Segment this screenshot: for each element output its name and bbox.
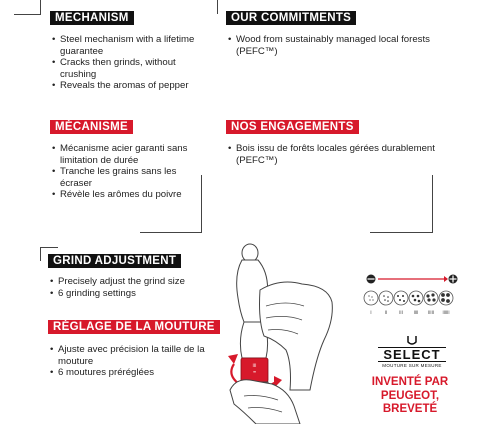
grind-fr-title: RÉGLAGE DE LA MOUTURE <box>48 320 220 334</box>
list-item: Révèle les arômes du poivre <box>52 189 200 201</box>
mechanism-fr-list: Mécanisme acier garanti sans limitation … <box>52 143 200 201</box>
mechanism-en-list: Steel mechanism with a lifetime guarante… <box>52 34 202 92</box>
grind-scale-label: IIII <box>414 310 419 315</box>
list-item: Cracks then grinds, without crushing <box>52 57 202 80</box>
invented-line-3: BREVETÉ <box>382 403 438 415</box>
grind-scale-svg: I II III IIII IIIII IIIIII <box>363 274 458 315</box>
invented-line-1: INVENTÉ PAR <box>371 376 449 388</box>
list-item: Reveals the aromas of pepper <box>52 80 202 92</box>
frame-line <box>432 175 433 233</box>
frame-line <box>40 0 41 14</box>
list-item: Wood from sustainably managed local fore… <box>228 34 468 57</box>
frame-line <box>40 247 58 248</box>
select-word: SELECT <box>378 347 446 362</box>
svg-text:III: III <box>253 363 257 369</box>
grind-scale-label: IIIIII <box>442 310 449 315</box>
pepper-mill-hand-illustration: III ≡ <box>228 243 333 424</box>
grind-scale-label: II <box>385 310 387 315</box>
mechanism-en-title: MECHANISM <box>50 11 134 25</box>
commitments-en-list: Wood from sustainably managed local fore… <box>228 34 468 57</box>
mechanism-fr-title: MÉCANISME <box>50 120 133 134</box>
grind-fr-list: Ajuste avec précision la taille de la mo… <box>50 344 235 379</box>
select-tagline: MOUTURE SUR MESURE <box>382 363 442 368</box>
commitments-en-title: OUR COMMITMENTS <box>226 11 357 25</box>
svg-text:≡: ≡ <box>253 369 256 374</box>
frame-line <box>140 232 202 233</box>
grind-en-list: Precisely adjust the grind size 6 grindi… <box>50 276 235 299</box>
list-item: 6 grinding settings <box>50 288 235 300</box>
grind-en-title: GRIND ADJUSTMENT <box>48 254 182 268</box>
frame-line <box>370 232 433 233</box>
list-item: Steel mechanism with a lifetime guarante… <box>52 34 202 57</box>
list-item: Ajuste avec précision la taille de la mo… <box>50 344 235 367</box>
invented-by-peugeot: INVENTÉ PAR PEUGEOT, BREVETÉ <box>362 376 458 417</box>
grind-scale-label: IIIII <box>428 310 434 315</box>
grind-scale-label: I <box>370 310 371 315</box>
list-item: Tranche les grains sans les écraser <box>52 166 200 189</box>
select-logo: SELECT MOUTURE SUR MESURE <box>378 336 446 372</box>
list-item: Precisely adjust the grind size <box>50 276 235 288</box>
grind-scale-label: III <box>399 310 403 315</box>
frame-line <box>217 0 218 14</box>
list-item: 6 moutures préréglées <box>50 367 235 379</box>
select-logo-mark-icon <box>407 336 417 345</box>
frame-line <box>40 247 41 261</box>
invented-line-2: PEUGEOT, <box>380 389 440 402</box>
list-item: Bois issu de forêts locales gérées durab… <box>228 143 468 166</box>
commitments-fr-title: NOS ENGAGEMENTS <box>226 120 359 134</box>
frame-line <box>201 175 202 233</box>
commitments-fr-list: Bois issu de forêts locales gérées durab… <box>228 143 468 166</box>
frame-line <box>14 14 41 15</box>
grind-scale: I II III IIII IIIII IIIIII <box>362 274 472 324</box>
list-item: Mécanisme acier garanti sans limitation … <box>52 143 200 166</box>
